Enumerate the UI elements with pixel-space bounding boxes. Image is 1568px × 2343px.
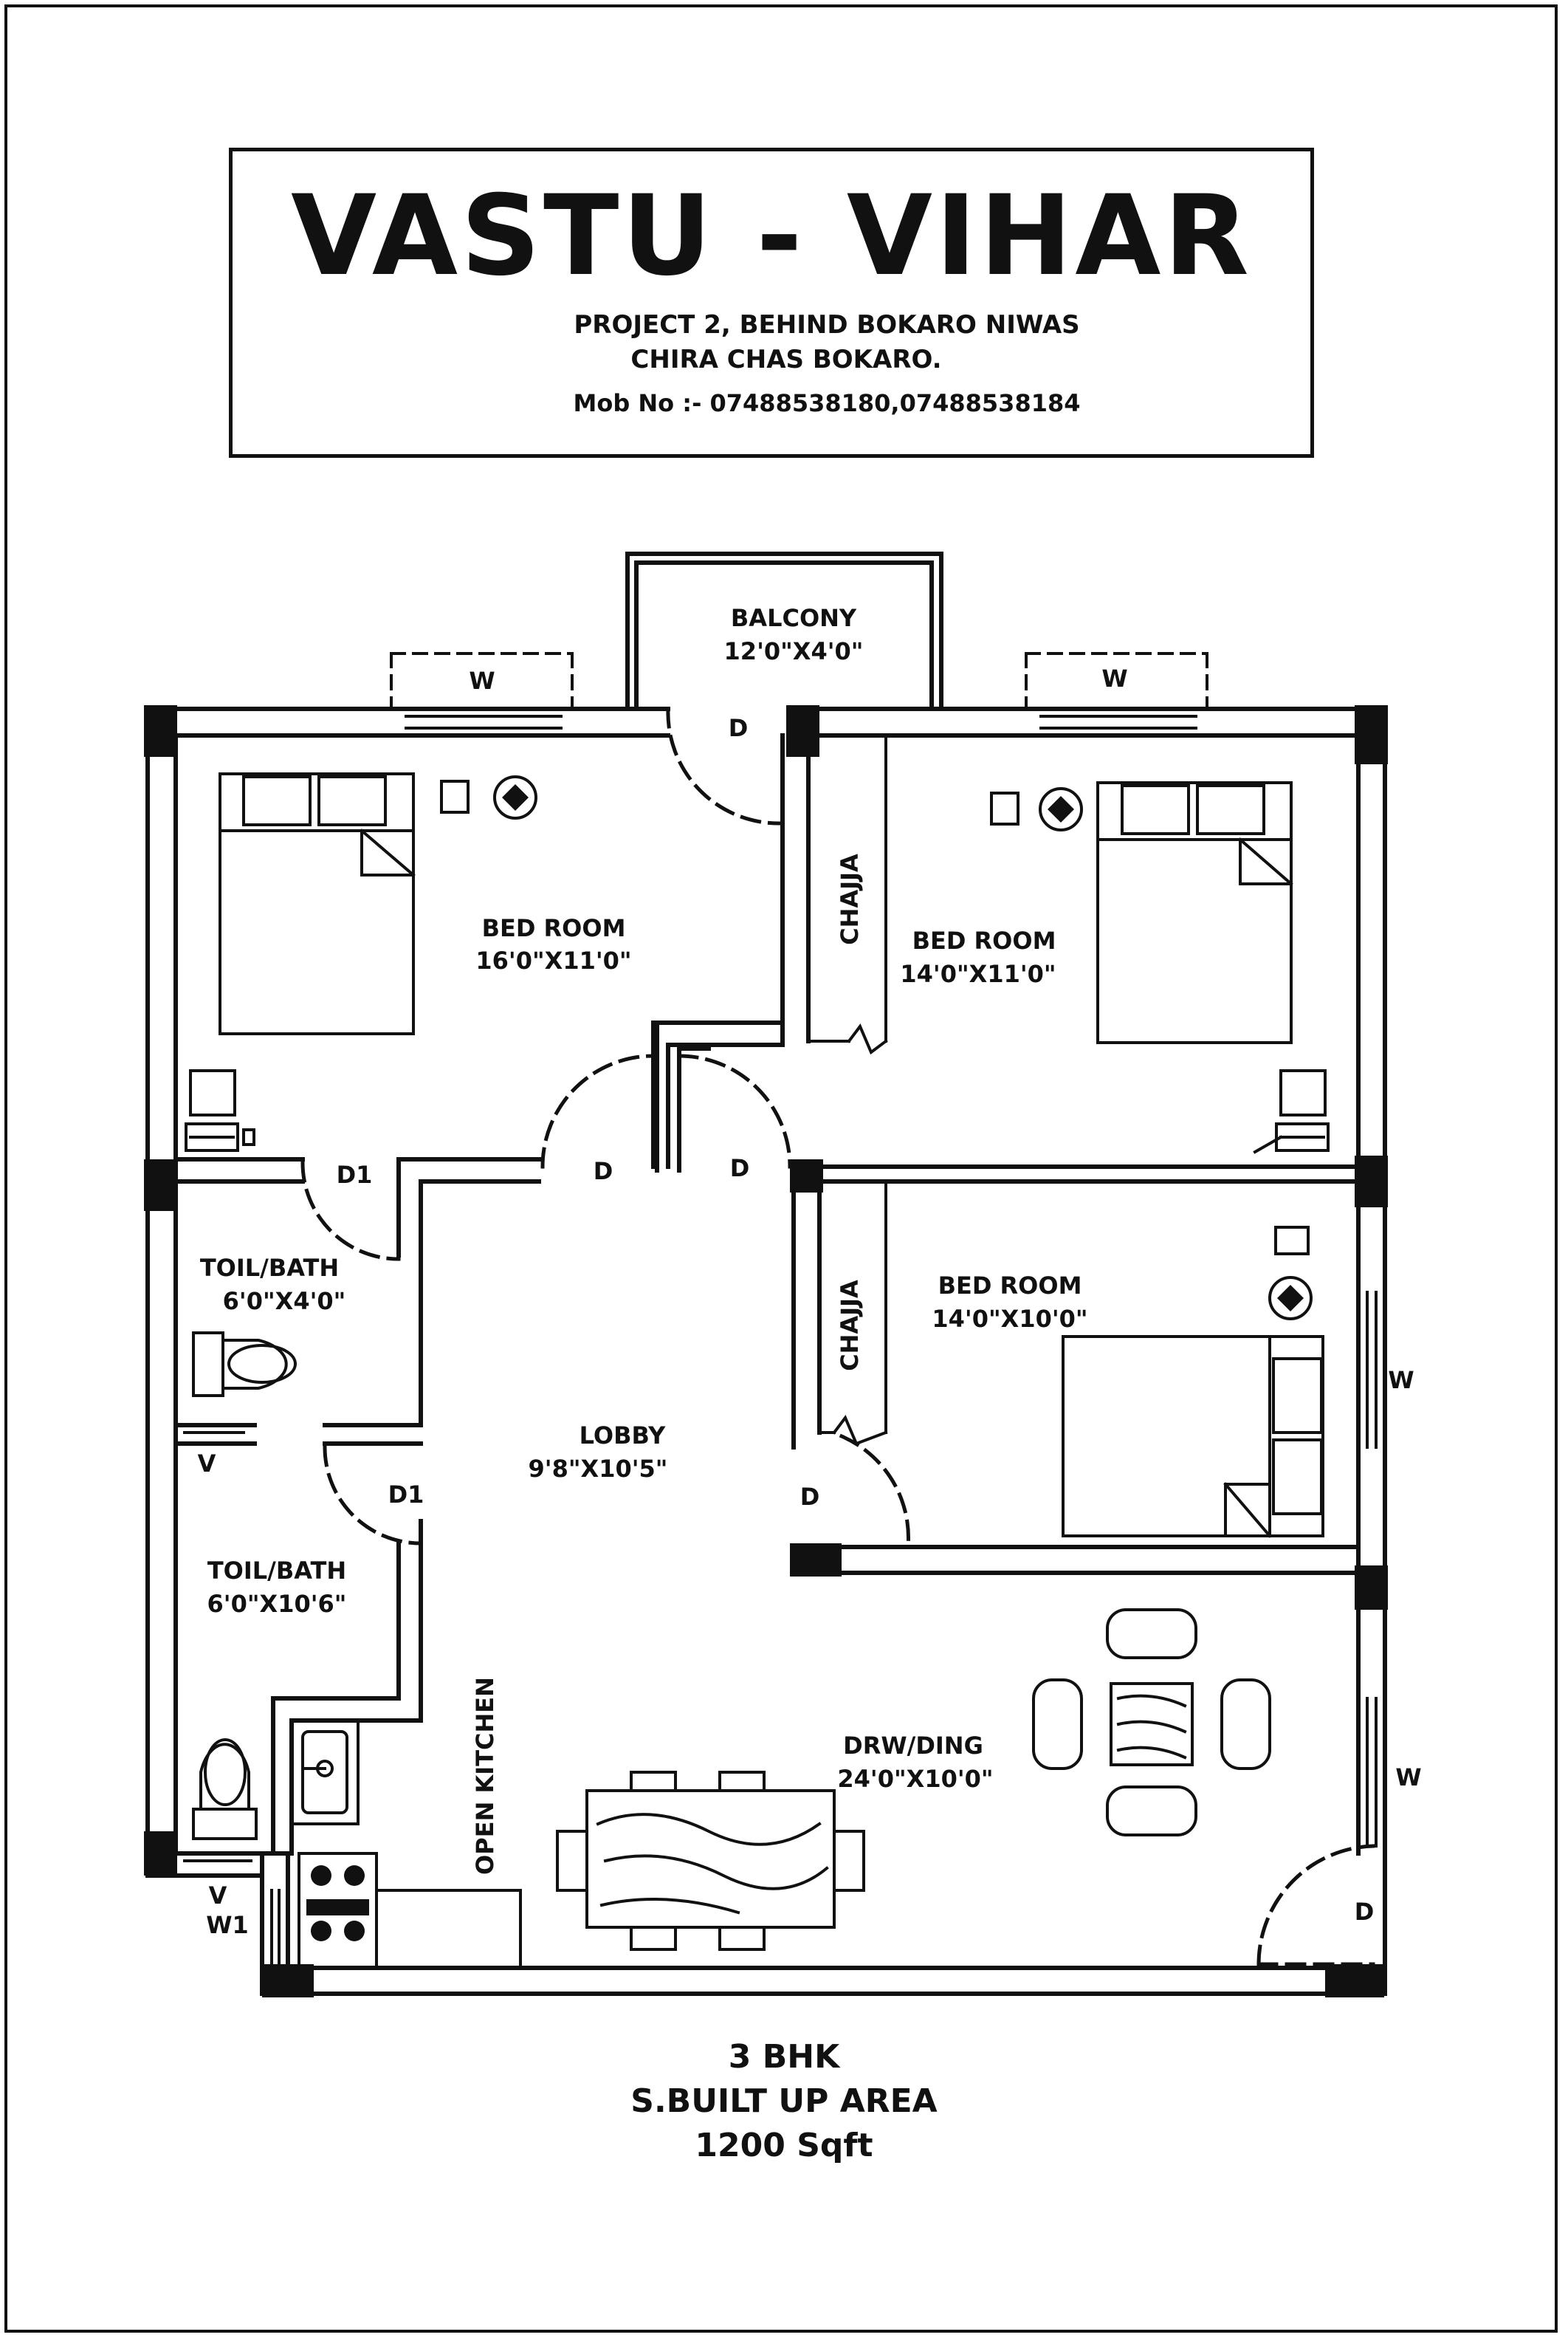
footer-bhk: 3 BHK — [728, 2038, 840, 2076]
label-window-w1: W1 — [206, 1911, 249, 1939]
bed-bedroom-2 — [1096, 781, 1293, 1044]
label-open-kitchen: OPEN KITCHEN — [471, 1677, 499, 1875]
label-drawing-dining: DRW/DING — [843, 1732, 983, 1760]
label-door-toilet-1: D1 — [337, 1161, 373, 1189]
switchboard-icons — [440, 780, 1310, 1255]
toilet-wc-2 — [192, 1738, 258, 1840]
label-door-lobby-right: D — [730, 1154, 750, 1182]
label-ventilator-2: V — [209, 1881, 227, 1910]
mobile-numbers: Mob No :- 07488538180,07488538184 — [573, 389, 1081, 417]
door-swings — [300, 707, 1375, 1966]
size-toilet-1: 6'0"X4'0" — [223, 1287, 346, 1315]
label-lobby: LOBBY — [580, 1421, 666, 1450]
study-desk-left — [185, 1069, 255, 1152]
label-window-top-right: W — [1101, 665, 1127, 693]
size-bedroom-2: 14'0"X11'0" — [900, 960, 1056, 988]
label-door-balcony: D — [729, 714, 749, 742]
size-drawing-dining: 24'0"X10'0" — [837, 1765, 993, 1793]
footer-area-label: S.BUILT UP AREA — [630, 2082, 938, 2120]
label-bedroom-2: BED ROOM — [912, 927, 1056, 955]
label-door-entry: D — [1355, 1898, 1375, 1926]
label-door-lobby-left: D — [594, 1157, 613, 1185]
label-window-right-dining: W — [1395, 1763, 1421, 1791]
chajja-outlines — [807, 734, 888, 1446]
label-chajja-bottom: CHAJJA — [836, 1280, 864, 1371]
label-toilet-1: TOIL/BATH — [200, 1254, 339, 1282]
size-bedroom-3: 14'0"X10'0" — [932, 1305, 1087, 1333]
label-chajja-top: CHAJJA — [836, 854, 864, 945]
label-window-top-left: W — [469, 667, 495, 695]
label-door-bedroom-3: D — [800, 1483, 820, 1511]
toilet-wc-1 — [192, 1331, 297, 1397]
page-border — [4, 4, 1558, 2333]
size-bedroom-1: 16'0"X11'0" — [475, 947, 631, 975]
stove-burners — [306, 1865, 369, 1941]
label-door-toilet-2: D1 — [388, 1481, 424, 1509]
interior-walls — [173, 733, 1361, 1856]
size-lobby: 9'8"X10'5" — [529, 1455, 668, 1483]
dining-table-round — [1032, 1608, 1271, 1836]
bed-bedroom-3 — [1062, 1335, 1324, 1538]
title-block: VASTU - VIHAR PROJECT 2, BEHIND BOKARO N… — [229, 148, 1314, 458]
kitchen-dining-table — [556, 1771, 865, 1951]
study-desk-right — [1253, 1069, 1330, 1154]
size-toilet-2: 6'0"X10'6" — [207, 1590, 347, 1618]
address-line-2: CHIRA CHAS BOKARO. — [630, 345, 942, 374]
footer-area-value: 1200 Sqft — [695, 2127, 873, 2164]
balcony-outline — [625, 552, 943, 711]
plan-labels: BALCONY 12'0"X4'0" BED ROOM 16'0"X11'0" … — [198, 604, 1422, 1939]
label-bedroom-1: BED ROOM — [482, 914, 626, 942]
outer-walls — [145, 707, 1387, 1996]
project-title: VASTU - VIHAR — [291, 172, 1252, 301]
fan-icons — [493, 775, 1313, 1320]
label-balcony: BALCONY — [731, 604, 857, 632]
kitchen-counter — [290, 1719, 522, 1969]
fan-hubs — [502, 784, 1304, 1311]
wall-corner-blocks — [144, 705, 1388, 1997]
windows — [183, 652, 1378, 1966]
address-line-1: PROJECT 2, BEHIND BOKARO NIWAS — [574, 310, 1080, 340]
label-ventilator-1: V — [198, 1450, 216, 1478]
label-bedroom-3: BED ROOM — [938, 1272, 1082, 1300]
bed-bedroom-1 — [219, 772, 416, 1035]
label-window-right-bedroom: W — [1388, 1366, 1414, 1394]
size-balcony: 12'0"X4'0" — [724, 637, 864, 665]
label-toilet-2: TOIL/BATH — [207, 1557, 346, 1585]
